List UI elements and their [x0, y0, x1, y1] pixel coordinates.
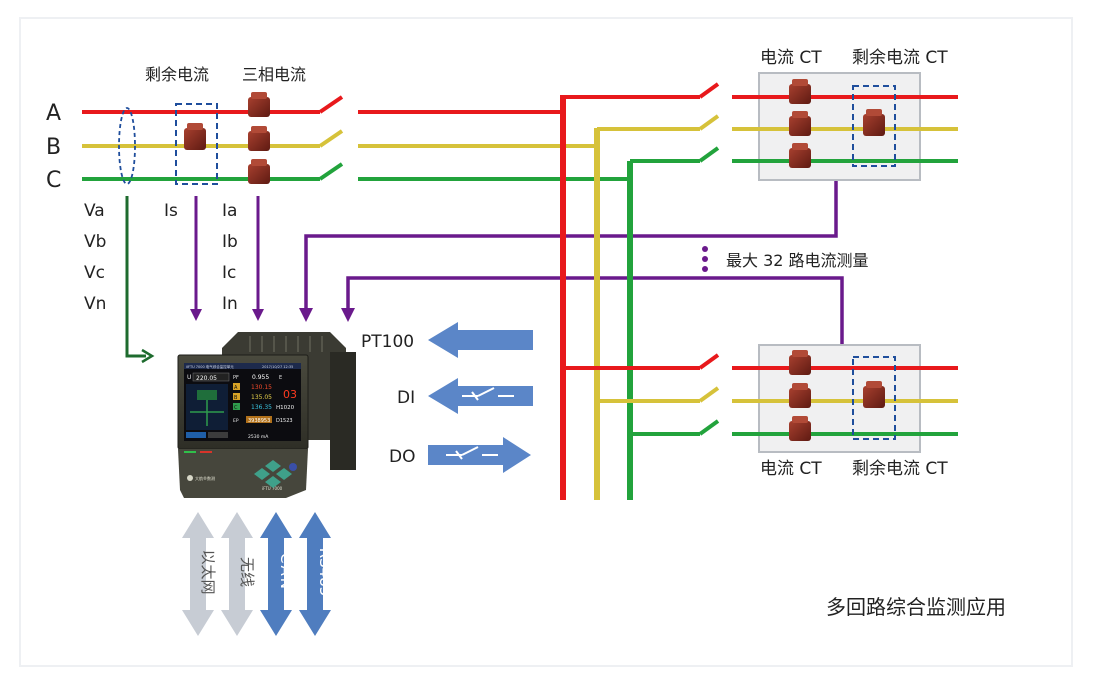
- device-u-label: U: [187, 374, 191, 381]
- vb-label: Vb: [84, 232, 106, 252]
- bottom-current-ct-c: [789, 416, 811, 441]
- device-a-label: A: [234, 385, 238, 391]
- max-channels-label: 最大 32 路电流测量: [726, 251, 869, 270]
- top-residual-ct: [863, 109, 885, 136]
- residual-current-label: 剩余电流: [145, 65, 209, 84]
- three-phase-ct-b: [248, 126, 270, 151]
- ia-label: Ia: [222, 201, 237, 221]
- phase-a-label: A: [46, 101, 61, 126]
- va-label: Va: [84, 201, 105, 221]
- device-b-value: 135.05: [251, 394, 272, 401]
- phase-c-label: C: [46, 168, 61, 193]
- is-label: Is: [164, 201, 178, 221]
- bottom-residual-ct: [863, 381, 885, 408]
- rs485-label: RS485: [316, 548, 334, 597]
- ic-label: Ic: [222, 263, 236, 283]
- can-label: CAN: [277, 553, 295, 591]
- bottom-current-ct-a: [789, 350, 811, 375]
- ib-label: Ib: [222, 232, 238, 252]
- bottom-residual-ct-label: 剩余电流 CT: [852, 459, 948, 479]
- channel-dot-1: [702, 246, 708, 252]
- channel-dot-3: [702, 266, 708, 272]
- device-d-value: D1523: [276, 418, 293, 424]
- three-phase-ct-c: [248, 159, 270, 184]
- device-logo-icon: [187, 475, 193, 481]
- vn-label: Vn: [84, 294, 106, 314]
- di-label: DI: [397, 388, 415, 408]
- top-current-ct-a: [789, 79, 811, 104]
- device-brand: 大航®数测: [195, 475, 215, 481]
- top-current-ct-b: [789, 111, 811, 136]
- wireless-label: 无线: [238, 557, 256, 587]
- device-pf-value: 0.955: [252, 374, 269, 381]
- top-current-ct-label: 电流 CT: [760, 48, 822, 68]
- three-phase-ct-a: [248, 92, 270, 117]
- device-residual-value: 2530 mA: [248, 434, 269, 440]
- device-a-value: 130.15: [251, 384, 272, 391]
- residual-ct: [184, 123, 206, 150]
- top-residual-ct-label: 剩余电流 CT: [852, 48, 948, 68]
- device-b-label: B: [234, 395, 238, 401]
- three-phase-current-label: 三相电流: [242, 65, 306, 84]
- do-label: DO: [389, 447, 415, 467]
- pt100-label: PT100: [361, 332, 414, 352]
- device-u-value: 220.05: [196, 375, 217, 382]
- ethernet-label: 以太网: [199, 549, 217, 594]
- device-e-label: E: [279, 375, 282, 381]
- device-model-title: iIFTU 7000 电气综合监控单元: [186, 364, 234, 369]
- device-channel-number: 03: [283, 388, 297, 401]
- phase-b-label: B: [46, 135, 61, 160]
- device-ep-value: 3938953: [248, 418, 270, 424]
- device-pf-label: PF: [233, 375, 239, 381]
- channel-dot-2: [702, 256, 708, 262]
- device-h-value: H1020: [276, 405, 295, 411]
- caption: 多回路综合监测应用: [826, 595, 1006, 619]
- device-c-value: 136.35: [251, 404, 272, 411]
- device-ep-label: EP: [233, 418, 239, 424]
- top-current-ct-c: [789, 143, 811, 168]
- device-datetime: 2017/10/27 12:35: [262, 365, 293, 369]
- in-label: In: [222, 294, 238, 314]
- bottom-current-ct-b: [789, 383, 811, 408]
- vc-label: Vc: [84, 263, 105, 283]
- device-enter-key[interactable]: [289, 463, 297, 471]
- device-c-label: C: [234, 405, 238, 411]
- bottom-current-ct-label: 电流 CT: [760, 459, 822, 479]
